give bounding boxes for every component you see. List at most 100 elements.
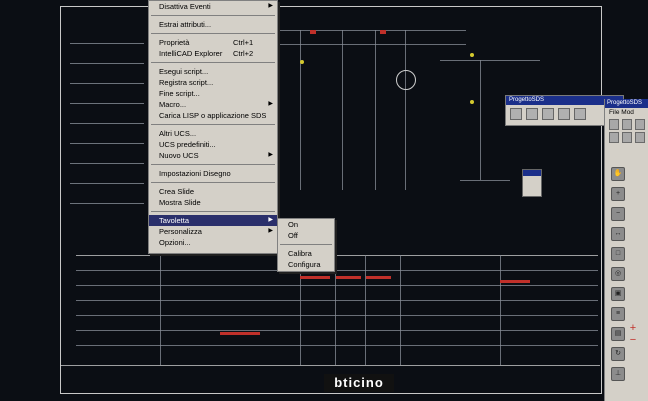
- table-line: [500, 255, 501, 365]
- menu-item-label: Carica LISP o applicazione SDS: [159, 111, 267, 120]
- table-mark: [500, 280, 530, 283]
- menu-item[interactable]: Personalizza▶: [149, 226, 277, 237]
- zoom-out-icon[interactable]: −: [611, 207, 625, 221]
- menu-separator: [151, 164, 275, 165]
- schematic-line: [342, 30, 343, 190]
- submenu-item[interactable]: Off: [288, 231, 298, 240]
- table-mark: [336, 276, 361, 279]
- menu-separator: [151, 62, 275, 63]
- copy-icon[interactable]: [622, 132, 632, 143]
- menu-separator: [151, 124, 275, 125]
- submenu-item[interactable]: On: [288, 220, 299, 229]
- menu-item[interactable]: Macro...▶: [149, 99, 277, 110]
- submenu-item[interactable]: Calibra: [288, 249, 312, 258]
- menu-item-label: UCS predefiniti...: [159, 140, 216, 149]
- menu-item[interactable]: Nuovo UCS▶: [149, 150, 277, 161]
- menu-separator: [280, 244, 332, 245]
- hand-icon[interactable]: ✋: [611, 167, 625, 181]
- view-icon[interactable]: ▣: [611, 287, 625, 301]
- table-line: [76, 255, 598, 256]
- layer-icon[interactable]: [574, 108, 586, 120]
- ortho-icon[interactable]: ⊥: [611, 367, 625, 381]
- menu-item[interactable]: Tavoletta ▶: [149, 215, 277, 226]
- pan-icon[interactable]: ↔: [611, 227, 625, 241]
- node-dot: [300, 60, 304, 64]
- drawing-frame: [60, 6, 602, 394]
- regen-icon[interactable]: ↻: [611, 347, 625, 361]
- panel-menu[interactable]: File Mod: [609, 109, 634, 116]
- menu-item[interactable]: Carica LISP o applicazione SDS: [149, 110, 277, 121]
- menu-item[interactable]: Impostazioni Disegno: [149, 168, 277, 179]
- menu-item-label: Estrai attributi...: [159, 20, 212, 29]
- print-icon[interactable]: [635, 119, 645, 130]
- submenu-arrow-icon: ▶: [268, 152, 273, 158]
- zoom-control[interactable]: + −: [626, 322, 640, 372]
- menu-item-label: Opzioni...: [159, 238, 191, 247]
- schematic-line: [480, 60, 481, 180]
- chart-icon[interactable]: [542, 108, 554, 120]
- schematic-circle: [396, 70, 416, 90]
- schematic-mark: [380, 30, 386, 34]
- schematic-line: [276, 30, 466, 31]
- zoom-icon[interactable]: [558, 108, 570, 120]
- menu-separator: [151, 182, 275, 183]
- menu-item-label: Tavoletta: [159, 216, 190, 225]
- schematic-mark: [310, 30, 316, 34]
- right-toolbar-panel[interactable]: ProgettoSDS File Mod ✋ + − ↔ □ ◎ ▣ ≡ ▤ ↻…: [604, 99, 648, 401]
- zoom-extent-icon[interactable]: ◎: [611, 267, 625, 281]
- menu-item[interactable]: Esegui script...: [149, 66, 277, 77]
- table-line: [300, 255, 301, 365]
- menu-item-shortcut: Ctrl+2: [233, 49, 254, 58]
- menu-item[interactable]: Fine script...: [149, 88, 277, 99]
- menu-item-label: Esegui script...: [159, 67, 209, 76]
- tools-menu[interactable]: Disattiva Eventi▶Estrai attributi...Prop…: [148, 0, 278, 254]
- menu-item[interactable]: Mostra Slide: [149, 197, 277, 208]
- menu-item[interactable]: Crea Slide: [149, 186, 277, 197]
- panel-title[interactable]: ProgettoSDS: [605, 99, 648, 108]
- table-line: [60, 365, 600, 366]
- schematic-line: [440, 60, 540, 61]
- table-mark: [300, 276, 330, 279]
- save-icon[interactable]: [622, 119, 632, 130]
- zoom-minus-icon[interactable]: −: [629, 334, 637, 346]
- table-mark: [366, 276, 391, 279]
- cut-icon[interactable]: [609, 132, 619, 143]
- table-line: [76, 315, 598, 316]
- menu-item-label: Proprietà: [159, 38, 190, 47]
- table-line: [76, 300, 598, 301]
- table-line: [76, 270, 598, 271]
- menu-item[interactable]: Opzioni...: [149, 237, 277, 248]
- schematic-line: [300, 30, 301, 190]
- n-icon[interactable]: [510, 108, 522, 120]
- menu-item[interactable]: Registra script...: [149, 77, 277, 88]
- menu-item-label: Mostra Slide: [159, 198, 201, 207]
- zoom-window-icon[interactable]: □: [611, 247, 625, 261]
- menu-item-label: Registra script...: [159, 78, 214, 87]
- mini-palette[interactable]: [522, 169, 542, 197]
- open-icon[interactable]: [609, 119, 619, 130]
- grid-icon[interactable]: [526, 108, 538, 120]
- schematic-line: [405, 30, 406, 190]
- menu-item[interactable]: Disattiva Eventi▶: [149, 1, 277, 12]
- toolbar-title[interactable]: ProgettoSDS: [506, 96, 623, 105]
- menu-item-label: Personalizza: [159, 227, 202, 236]
- menu-item-label: Disattiva Eventi: [159, 2, 211, 11]
- paste-icon[interactable]: [635, 132, 645, 143]
- menu-item-shortcut: Ctrl+1: [233, 38, 254, 47]
- zoom-plus-icon[interactable]: +: [629, 322, 637, 334]
- vertical-toolbar[interactable]: ✋ + − ↔ □ ◎ ▣ ≡ ▤ ↻ ⊥: [607, 167, 629, 399]
- spec-column: [70, 28, 144, 216]
- submenu-item[interactable]: Configura: [288, 260, 321, 269]
- menu-item[interactable]: Altri UCS...: [149, 128, 277, 139]
- print-icon[interactable]: ▤: [611, 327, 625, 341]
- menu-item[interactable]: Estrai attributi...: [149, 19, 277, 30]
- menu-item-label: Altri UCS...: [159, 129, 197, 138]
- layer-icon[interactable]: ≡: [611, 307, 625, 321]
- zoom-in-icon[interactable]: +: [611, 187, 625, 201]
- menu-item[interactable]: UCS predefiniti...: [149, 139, 277, 150]
- menu-item[interactable]: Proprietà Ctrl+1: [149, 37, 277, 48]
- submenu-arrow-icon: ▶: [268, 217, 273, 223]
